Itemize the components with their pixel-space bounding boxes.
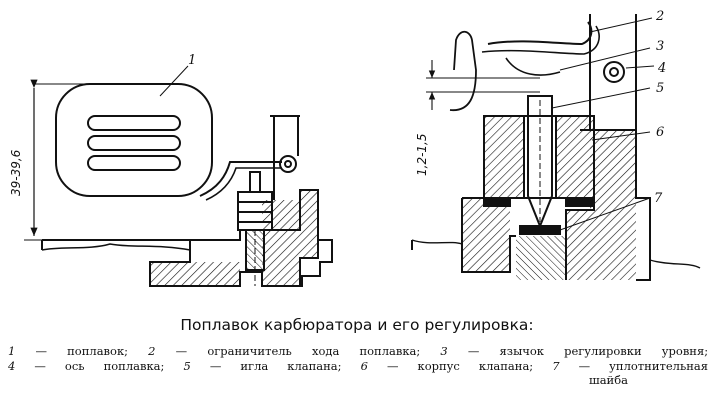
callout-7: 7 (654, 191, 663, 206)
legend-item: 6 — корпус клапана; (360, 358, 534, 373)
legend-item: 3 — язычок регулировки уровня; (440, 344, 709, 358)
legend-item: 2 — ограничитель хода поплавка; (148, 344, 421, 358)
legend-line-2: 4 — ось поплавка; 5 — игла клапана; 6 — … (8, 359, 708, 374)
legend-tail: шайба (589, 373, 628, 387)
legend-item: 7 — уплотнительная (552, 358, 709, 373)
callout-4: 4 (657, 61, 666, 76)
tongue-gap-dimension: 1,2-1,5 (415, 134, 429, 177)
left-view (24, 79, 333, 287)
legend-item: 5 — игла клапана; (183, 358, 342, 373)
legend-item: 1 — поплавок; (8, 344, 129, 358)
left-float-axis (279, 155, 297, 173)
right-view (411, 14, 701, 281)
legend-item: 4 — ось поплавка; (8, 358, 165, 373)
callout-2: 2 (655, 9, 664, 24)
caption-legend: 1 — поплавок; 2 — ограничитель хода попл… (8, 344, 708, 388)
float-axis (603, 61, 625, 83)
callout-5: 5 (656, 81, 664, 96)
caption-title: Поплавок карбюратора и его регулировка: (180, 316, 534, 334)
sealing-washer (519, 225, 561, 235)
callout-3: 3 (656, 39, 664, 54)
float-limiter (487, 21, 593, 46)
callout-1: 1 (188, 53, 196, 68)
adjusting-tongue (505, 57, 561, 76)
float-height-dimension: 39-39,6 (9, 149, 23, 196)
float (55, 83, 213, 197)
valve-needle (527, 95, 553, 229)
callout-6: 6 (656, 125, 664, 140)
legend-line-1: 1 — поплавок; 2 — ограничитель хода попл… (8, 344, 708, 359)
legend-line-3: шайба (8, 373, 708, 388)
carburetor-float-drawing: 39-39,6 1 (9, 9, 701, 287)
